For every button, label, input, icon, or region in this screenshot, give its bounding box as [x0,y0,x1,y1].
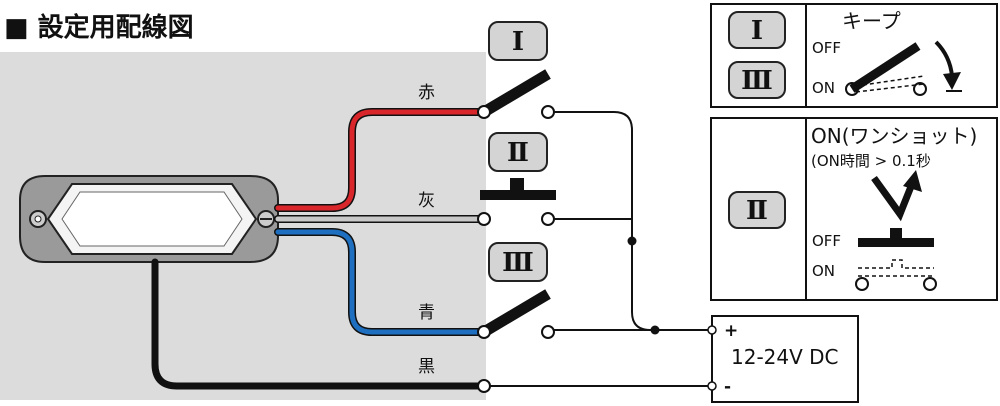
junction-dot-lower [650,325,660,335]
legend-keep-lever-on [855,75,925,87]
switch-2-pushbutton [477,178,556,226]
switch-output-wiring [490,111,712,387]
svg-text:Ⅲ: Ⅲ [502,248,534,278]
red-wire [275,109,487,211]
legend-keep-box: Ⅰ Ⅲ キープ OFF ON [710,3,998,108]
legend-keep-switch-3-label: Ⅲ [728,61,786,99]
legend-oneshot-arrow [871,175,916,222]
black-wire [151,258,488,390]
light-bar-device [19,175,279,263]
legend-oneshot-title: ON(ワンショット) [811,124,977,148]
power-minus-label: - [724,377,731,397]
legend-oneshot-off-label: OFF [812,232,841,250]
legend-oneshot-on-label: ON [812,262,835,280]
wire-label-black: 黒 [418,357,435,377]
switch-3-toggle [477,289,555,339]
legend-keep-title: キープ [842,9,901,33]
wire-label-red: 赤 [418,83,435,103]
black-terminal [477,379,491,393]
svg-text:Ⅱ: Ⅱ [507,138,529,168]
switch-3-label: Ⅲ [488,242,548,282]
legend-oneshot-switch-2-label: Ⅱ [728,191,786,229]
svg-text:Ⅱ: Ⅱ [746,196,768,226]
legend-oneshot-box: Ⅱ ON(ワンショット) (ON時間 > 0.1秒 OFF ON [710,117,998,301]
legend-keep-switch-1-label: Ⅰ [728,11,786,49]
power-plus-label: + [724,321,738,341]
switch-1-label: Ⅰ [488,21,548,61]
legend-keep-off-label: OFF [812,39,841,57]
wire-label-blue: 青 [418,303,435,323]
legend-oneshot-subtitle: (ON時間 > 0.1秒 [811,152,931,170]
blue-wire [275,229,487,335]
power-voltage-label: 12-24V DC [731,345,839,369]
svg-text:Ⅰ: Ⅰ [512,27,524,57]
legend-keep-on-label: ON [812,79,835,97]
svg-text:Ⅰ: Ⅰ [751,16,763,46]
junction-dot-upper [627,236,637,246]
svg-text:Ⅲ: Ⅲ [741,66,773,96]
diagram-title: ■ 設定用配線図 [4,12,194,43]
legend-keep-arrow [934,40,954,77]
switch-2-label: Ⅱ [488,132,548,172]
legend-keep-lever-off [849,42,921,93]
legend-oneshot-button-on [858,259,934,269]
switch-1-toggle [477,69,555,119]
wire-label-gray: 灰 [418,191,435,211]
power-supply: + - 12-24V DC [707,315,859,403]
legend-oneshot-button-off [890,228,902,240]
